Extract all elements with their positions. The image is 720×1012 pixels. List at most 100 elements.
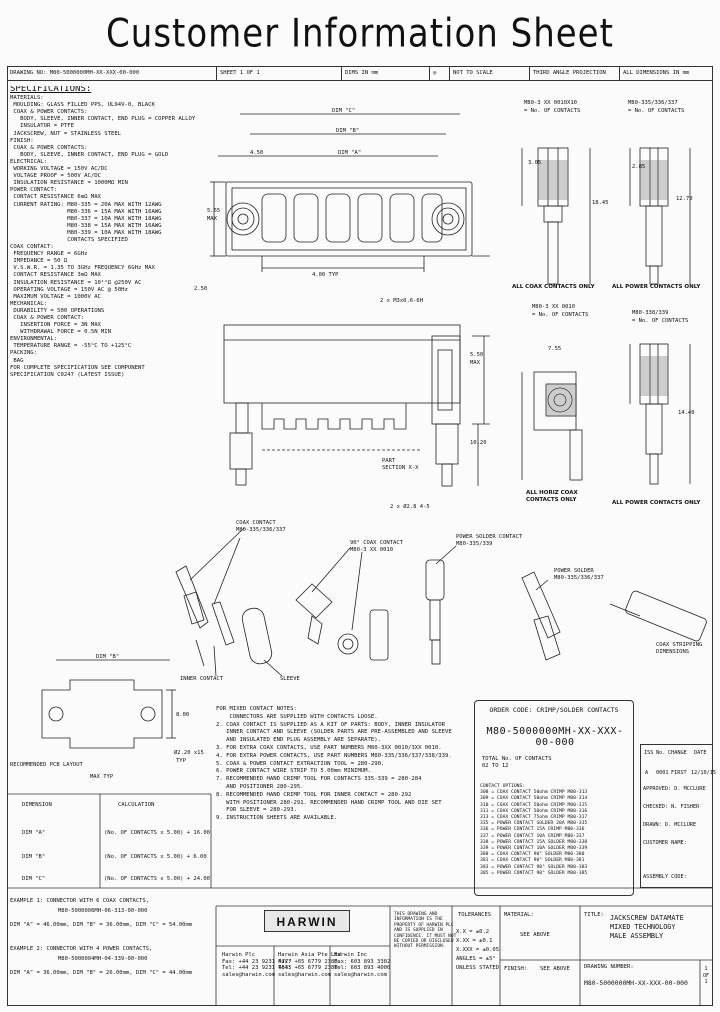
spec-line: MATERIALS:: [10, 95, 44, 102]
spec-line: ENVIRONMENTAL:: [10, 336, 58, 343]
dim-a-label: DIM "A": [338, 150, 362, 156]
pcb-label: RECOMMENDED PCB LAYOUT: [10, 762, 83, 768]
order-option: 380 = COAX CONTACT 90° SOLDER M80-380: [480, 852, 585, 858]
pcs-callout: 2 x Ø2.8 4-5: [390, 504, 430, 510]
coax-straight-ref: M80-3 XX 0010X10: [524, 100, 577, 106]
note-line: 6. POWER CONTACT WIRE STRIP TO 5.00mm MI…: [216, 768, 371, 775]
spec-line: WORKING VOLTAGE = 150V AC/DC: [10, 166, 108, 173]
spec-line: BAG: [10, 357, 24, 364]
header-sheet: SHEET 1 OF 1: [217, 66, 342, 80]
spec-line: JACKSCREW, NUT = STAINLESS STEEL: [10, 130, 122, 137]
spec-heading: SPECIFICATIONS:: [10, 86, 92, 94]
order-code: M80-5000000MH-XX-XXX-00-000: [486, 726, 624, 748]
pcb-dim-800: 8.00: [176, 712, 190, 718]
spec-line: TEMPERATURE RANGE = -55°C TO +125°C: [10, 343, 132, 350]
note-line: 7. RECOMMENDED HAND CRIMP TOOL FOR CONTA…: [216, 776, 422, 783]
header-scale: NOT TO SCALE: [450, 66, 530, 80]
note-line: FOR SLEEVE = 280-293.: [216, 807, 297, 814]
spec-line: MECHANICAL:: [10, 300, 48, 307]
power-horiz-ref: M80-338/339: [632, 310, 669, 316]
dim-400-typ: 4.00 TYP: [312, 272, 339, 278]
power-straight-sub: = No. OF CONTACTS: [628, 108, 685, 114]
dim-1845: 18.45: [592, 200, 609, 206]
order-option: 309 = COAX CONTACT 50ohm CRIMP M80-314: [480, 796, 588, 802]
tolerances-title: TOLERANCES: [458, 912, 492, 918]
dim-555: 5.55: [207, 208, 221, 214]
product-title: JACKSCREW DATAMATE MIXED TECHNOLOGY MALE…: [610, 914, 684, 940]
harwin-logo: HARWIN: [264, 910, 350, 932]
dim-550: 5.50: [470, 352, 484, 358]
office-us: Harwin Inc Fax: 603 893 3302 Tel: 603 89…: [334, 952, 391, 978]
finish: SEE ABOVE: [540, 966, 570, 972]
projection-symbol: ◎: [430, 66, 450, 80]
note-line: WITH POSITIONER 280-291. RECOMMENDED HAN…: [216, 799, 442, 806]
example2-code: M80-5000004MH-04-339-00-000: [58, 956, 148, 962]
rev-iss: A: [645, 770, 649, 776]
rev-col-change: CHANGE: [668, 750, 687, 756]
power-horiz-label: ALL POWER CONTACTS ONLY: [612, 500, 701, 506]
spec-line: M80-338 = 15A MAX WITH 16AWG: [10, 222, 162, 229]
dim-1440: 14.40: [678, 410, 695, 416]
spec-line: CONTACTS SPECIFIED: [10, 236, 128, 243]
header-projection: THIRD ANGLE PROJECTION: [530, 66, 620, 80]
material: SEE ABOVE: [520, 932, 550, 938]
dim-550-max: MAX: [470, 360, 480, 366]
notes-heading: FOR MIXED CONTACT NOTES:: [216, 706, 297, 712]
spec-line: POWER CONTACT:: [10, 187, 58, 194]
sleeve-label: SLEEVE: [280, 676, 300, 682]
dim-1270: 12.70: [676, 196, 693, 202]
spec-line: PACKING:: [10, 350, 37, 357]
coax-contact-callout: COAX CONTACT M80-335/336/337: [236, 520, 286, 533]
office-asia: Harwin Asia Pte Ltd Fax: +65 6779 2380 T…: [278, 952, 341, 978]
calc-head-calculation: CALCULATION: [118, 802, 155, 808]
note-line: 5. COAX & POWER CONTACT EXTRACTION TOOL …: [216, 760, 385, 767]
note-line: AND INSULATED END PLUG ASSEMBLY ARE SEPA…: [216, 737, 382, 744]
spec-line: M80-336 = 15A MAX WITH 16AWG: [10, 208, 162, 215]
power-straight-ref: M80-335/336/337: [628, 100, 678, 106]
spec-line: M80-337 = 10A MAX WITH 18AWG: [10, 215, 162, 222]
spec-line: COAX CONTACT:: [10, 244, 54, 251]
spec-line: CURRENT RATING: M80-335 = 20A MAX WITH 1…: [10, 201, 162, 208]
calc-row-name: DIM "C": [22, 876, 46, 882]
rev-drawn: DRAWN: D. MCCLURE: [643, 822, 697, 828]
dim-250: 2.50: [194, 286, 208, 292]
note-line: 3. FOR EXTRA COAX CONTACTS, USE PART NUM…: [216, 744, 442, 751]
sheet-count: 1 OF 1: [703, 966, 710, 985]
dim-1020: 10.20: [470, 440, 487, 446]
rev-customer: CUSTOMER NAME:: [643, 840, 687, 846]
disclaimer: THIS DRAWING AND INFORMATION IS THE PROP…: [394, 912, 457, 950]
drawing-number: M80-5000000MH-XX-XXX-00-000: [584, 979, 688, 987]
spec-line: INSULATION RESISTANCE = 10¹²Ω @250V AC: [10, 279, 142, 286]
rev-col-date: DATE: [694, 750, 707, 756]
nut-callout: 2 x M3x0.6-6H: [380, 298, 424, 304]
order-option: 383 = POWER CONTACT 90° SOLDER M80-383: [480, 864, 588, 870]
header-tolerance: ALL DIMENSIONS IN mm: [623, 70, 690, 76]
coax-strip-label: COAX STRIPPING DIMENSIONS: [656, 642, 703, 655]
order-option: 338 = POWER CONTACT 15A SOLDER M80-338: [480, 839, 588, 845]
coax-horiz-ref: M80-3 XX 0010: [532, 304, 576, 310]
spec-line: FREQUENCY RANGE = 6GHz: [10, 251, 88, 258]
order-code-box: [474, 700, 634, 896]
order-option: 310 = COAX CONTACT 50ohm CRIMP M80-315: [480, 802, 588, 808]
page-title: Customer Information Sheet: [106, 11, 614, 57]
spec-line: MAXIMUM VOLTAGE = 1000V AC: [10, 293, 101, 300]
finish-title: FINISH:: [504, 966, 528, 972]
spec-lines: MATERIALS: MOULDING: GLASS FILLED PPS, U…: [10, 95, 220, 379]
order-option: 335 = POWER CONTACT SOLDER 20A M80-335: [480, 821, 588, 827]
spec-line: V.S.W.R. = 1.35 TO 3GHz FREQUENCY 6GHz M…: [10, 265, 155, 272]
spec-line: BODY, SLEEVE, INNER CONTACT, END PLUG = …: [10, 116, 196, 123]
dim-755: 7.55: [548, 346, 562, 352]
pcb-dim-b: DIM "B": [96, 654, 120, 660]
spec-line: M80-339 = 10A MAX WITH 18AWG: [10, 229, 162, 236]
note-line: AND POSITIONER 280-295.: [216, 783, 304, 790]
calc-row-name: DIM "B": [22, 854, 46, 860]
order-option: 311 = COAX CONTACT 50ohm CRIMP M80-316: [480, 808, 588, 814]
spec-line: VOLTAGE PROOF = 500V AC/DC: [10, 173, 101, 180]
dim-555-max: MAX: [207, 216, 217, 222]
order-option: 336 = POWER CONTACT 15A CRIMP M80-336: [480, 827, 585, 833]
order-option: 385 = POWER CONTACT 90° SOLDER M80-385: [480, 870, 588, 876]
power-contact-callout: POWER SOLDER CONTACT M80-335/339: [456, 534, 523, 547]
spec-line: WITHDRAWAL FORCE = 0.5N MIN: [10, 329, 112, 336]
rev-no: 0001: [656, 770, 669, 776]
